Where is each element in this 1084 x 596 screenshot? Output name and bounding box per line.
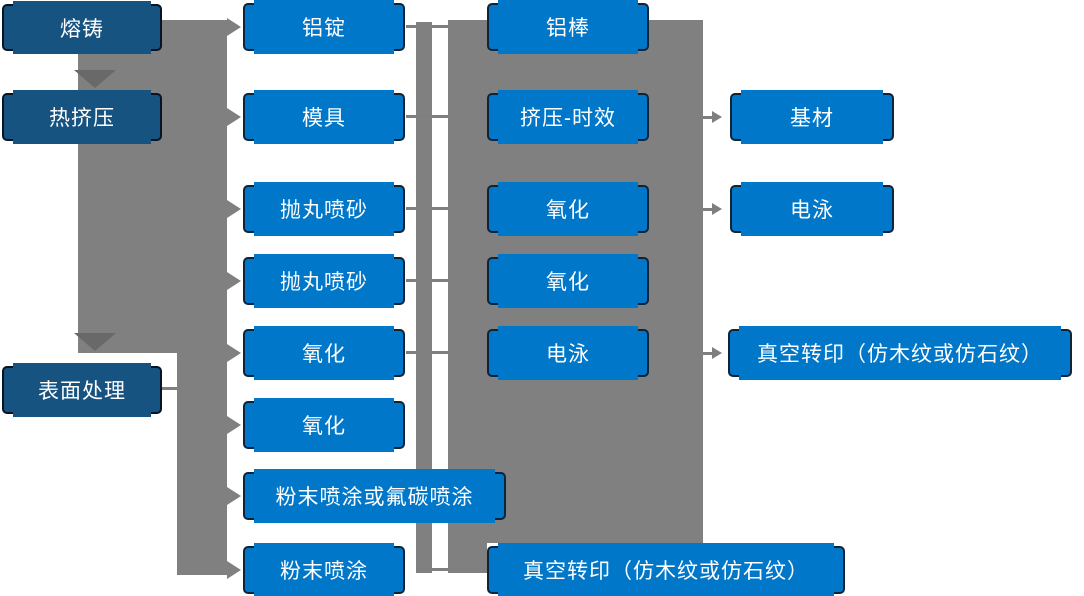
down-arrowhead-to-hot-extrusion: [74, 70, 116, 88]
node-mold: 模具: [243, 90, 405, 144]
node-powder-spray: 粉末喷涂: [243, 543, 405, 596]
node-shot-blast-2: 抛丸喷砂: [243, 254, 405, 308]
arrow-line-to-vacuum-transfer: [703, 352, 713, 355]
flow-bar-middle-vertical: [416, 22, 432, 573]
branch-arrowhead-shot-blast-2: [227, 272, 241, 290]
node-base-material: 基材: [730, 90, 894, 144]
node-aluminum-ingot: 铝锭: [243, 0, 405, 54]
link-shotblast1-to-oxidation: [406, 207, 448, 210]
node-electrophoresis-2: 电泳: [730, 182, 894, 236]
node-powder-or-fluorocarbon: 粉末喷涂或氟碳喷涂: [243, 469, 506, 523]
node-electrophoresis-1: 电泳: [487, 326, 649, 380]
node-extrusion-aging: 挤压-时效: [487, 90, 649, 144]
arrow-head-to-vacuum-transfer: [712, 347, 722, 359]
node-vacuum-transfer-1: 真空转印（仿木纹或仿石纹）: [487, 543, 845, 596]
node-shot-blast-1: 抛丸喷砂: [243, 182, 405, 236]
down-arrowhead-to-surface-treatment: [74, 333, 116, 351]
arrow-head-to-electrophoresis: [712, 203, 722, 215]
flow-band-branch-vertical: [177, 353, 227, 575]
branch-arrowhead-mold: [227, 108, 241, 126]
link-powder-to-vacuum-transfer: [416, 568, 487, 571]
branch-arrowhead-oxidation-1: [227, 344, 241, 362]
node-aluminum-rod: 铝棒: [487, 0, 649, 54]
node-surface-treatment: 表面处理: [2, 363, 162, 417]
node-vacuum-transfer-2: 真空转印（仿木纹或仿石纹）: [728, 326, 1072, 380]
link-ingot-to-rod: [406, 25, 448, 28]
link-mold-to-extrusion: [406, 115, 448, 118]
branch-arrowhead-powder-spray: [227, 561, 241, 579]
node-oxidation-3: 氧化: [487, 182, 649, 236]
arrow-head-to-base-material: [712, 111, 722, 123]
branch-arrowhead-powder-fluorocarbon: [227, 487, 241, 505]
branch-arrowhead-aluminum-ingot: [227, 18, 241, 36]
node-oxidation-1: 氧化: [243, 326, 405, 380]
branch-arrowhead-oxidation-2: [227, 416, 241, 434]
arrow-line-to-electrophoresis: [703, 208, 713, 211]
node-melting-casting: 熔铸: [2, 1, 162, 54]
link-oxidation-to-electrophoresis: [406, 351, 448, 354]
node-oxidation-4: 氧化: [487, 254, 649, 308]
link-shotblast2-to-oxidation: [406, 279, 448, 282]
node-oxidation-2: 氧化: [243, 398, 405, 452]
node-hot-extrusion: 热挤压: [2, 90, 162, 144]
link-surface-treatment-to-band: [160, 387, 178, 390]
branch-arrowhead-shot-blast-1: [227, 200, 241, 218]
arrow-line-to-base-material: [703, 116, 713, 119]
